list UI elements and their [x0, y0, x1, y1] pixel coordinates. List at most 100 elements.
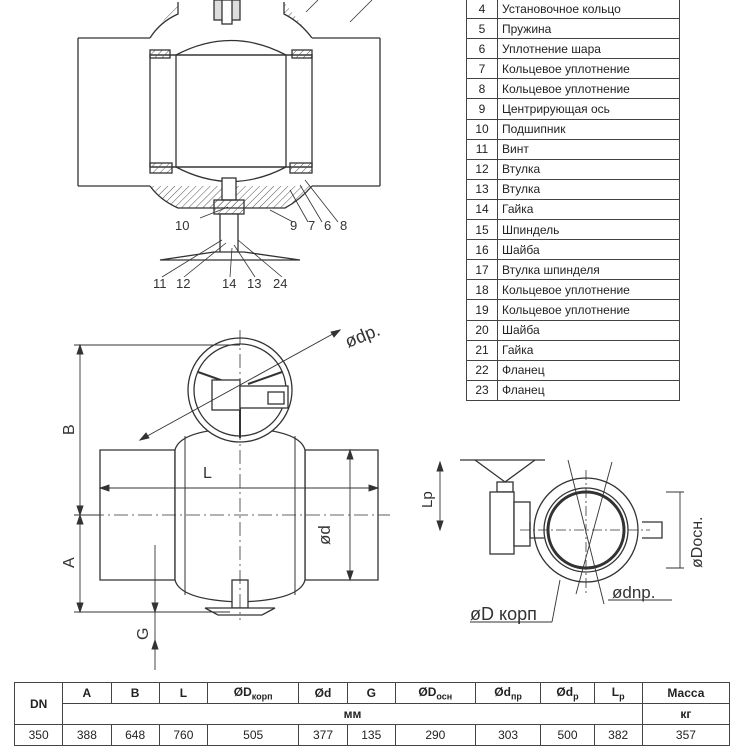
spec-header-cell: G [346, 682, 396, 704]
spec-unit-row: мм кг [15, 703, 731, 725]
part-name: Уплотнение шара [497, 38, 680, 60]
part-number: 5 [466, 18, 498, 40]
dim-label-dp: ødp. [342, 320, 383, 352]
part-number: 16 [466, 239, 498, 261]
part-number: 15 [466, 219, 498, 241]
dim-label-dnp: ødnp. [612, 583, 655, 602]
unit-kg: кг [641, 703, 731, 725]
part-name: Втулка [497, 158, 680, 180]
part-name: Гайка [497, 198, 680, 221]
side-view [460, 459, 663, 595]
spec-value-cell: 500 [540, 724, 595, 746]
header-base: ØD [233, 684, 252, 699]
header-base: DN [29, 696, 48, 711]
callout-9: 9 [290, 218, 297, 233]
part-number: 6 [466, 38, 498, 60]
spec-value-cell: 388 [62, 724, 112, 746]
header-base: B [130, 686, 140, 700]
spec-value-cell: 303 [474, 724, 542, 746]
spec-value-cell: 760 [158, 724, 209, 746]
part-name: Шпиндель [497, 219, 680, 241]
part-number: 10 [466, 118, 498, 140]
header-base: L [179, 686, 188, 700]
callout-10: 10 [175, 218, 189, 233]
unit-mm: мм [62, 703, 643, 725]
header-subscript: корп [251, 691, 273, 702]
header-base: ØD [418, 684, 437, 699]
part-name: Втулка шпинделя [497, 259, 680, 281]
part-number: 4 [466, 0, 498, 20]
side-dimension-labels: Lp øD корп ødnp. øDосн. [419, 491, 706, 624]
spec-header-cell: L [158, 682, 209, 704]
header-base: G [366, 686, 376, 700]
spec-header-cell: Масса [641, 682, 731, 704]
callout-6: 6 [324, 218, 331, 233]
spec-header-cell: Ødр [540, 682, 595, 704]
part-name: Кольцевое уплотнение [497, 78, 680, 100]
dim-label-d-korp: øD корп [470, 604, 537, 624]
part-name: Кольцевое уплотнение [497, 58, 680, 80]
spec-header-cell: Lр [593, 682, 643, 704]
part-number: 12 [466, 158, 498, 180]
part-name: Втулка [497, 178, 680, 200]
part-name: Кольцевое уплотнение [497, 299, 680, 321]
callout-24: 24 [273, 276, 287, 291]
section-leaders [161, 0, 373, 278]
dim-label-lp: Lp [419, 491, 436, 508]
spec-value-cell: 505 [206, 724, 300, 746]
header-base: Масса [667, 686, 705, 700]
dim-label-l: L [203, 465, 212, 482]
header-base: A [82, 686, 92, 700]
part-name: Фланец [497, 379, 680, 401]
part-name: Фланец [497, 359, 680, 381]
dim-label-b: B [61, 424, 78, 435]
part-number: 23 [466, 379, 498, 401]
callout-8: 8 [340, 218, 347, 233]
spec-value-cell: 350 [13, 724, 64, 746]
part-number: 11 [466, 138, 498, 160]
part-number: 19 [466, 299, 498, 321]
spec-value-cell: 648 [110, 724, 160, 746]
front-view [90, 330, 390, 620]
section-callouts: 10 9 7 6 8 11 12 14 13 24 [153, 218, 347, 291]
part-number: 22 [466, 359, 498, 381]
part-name: Кольцевое уплотнение [497, 279, 680, 301]
part-number: 21 [466, 339, 498, 361]
callout-14: 14 [222, 276, 236, 291]
spec-header-cell: Ødпр [474, 682, 542, 704]
callout-12: 12 [176, 276, 190, 291]
callout-7: 7 [308, 218, 315, 233]
header-base: Ød [314, 686, 332, 700]
front-dimensions [74, 329, 380, 670]
dim-label-g: G [135, 628, 152, 640]
dim-label-a: A [61, 557, 78, 568]
part-name: Гайка [497, 339, 680, 361]
section-view [77, 0, 381, 261]
header-subscript: пр [510, 691, 522, 702]
part-name: Установочное кольцо [497, 0, 680, 20]
part-name: Шайба [497, 239, 680, 261]
part-name: Подшипник [497, 118, 680, 140]
spec-header-cell: ØDкорп [206, 682, 300, 704]
dim-label-d: ød [315, 525, 334, 545]
dim-label-d-osn: øDосн. [689, 516, 706, 568]
spec-header-cell: A [62, 682, 112, 704]
part-name: Центрирующая ось [497, 98, 680, 120]
part-number: 17 [466, 259, 498, 281]
